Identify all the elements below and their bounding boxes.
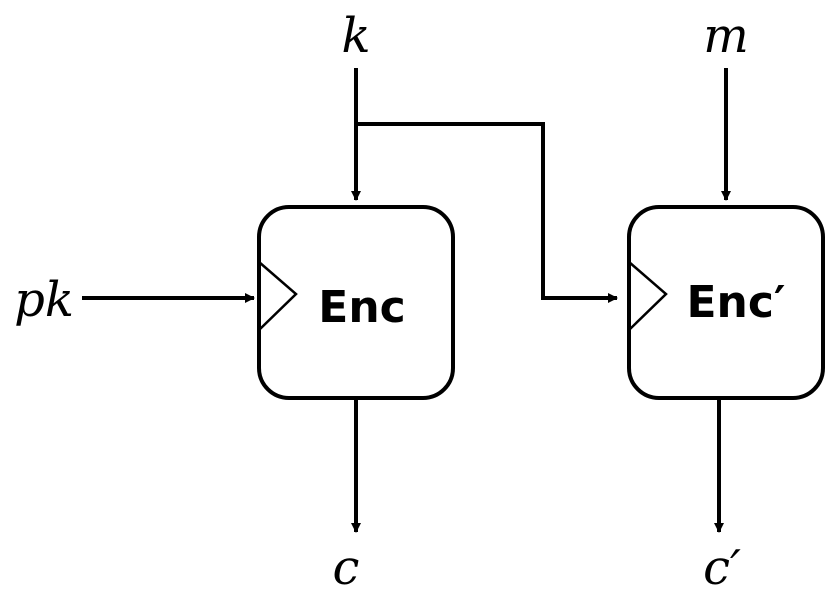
wire-k-to-enc-prime [356, 122, 618, 303]
enc-prime-label: Enc′ [686, 277, 785, 328]
enc-box [257, 205, 455, 400]
enc-clock-mark [258, 261, 298, 331]
enc-label: Enc [318, 282, 405, 333]
enc-prime-box [627, 205, 825, 400]
input-k-label: k [341, 8, 370, 64]
input-m-label: m [703, 8, 749, 64]
output-c-label: c [333, 540, 360, 596]
enc-prime-block: Enc′ [627, 205, 825, 400]
enc-prime-clock-mark [628, 261, 668, 331]
output-c-prime-label: c′ [703, 540, 741, 596]
enc-block: Enc [257, 205, 455, 400]
input-pk-label: pk [14, 272, 74, 328]
